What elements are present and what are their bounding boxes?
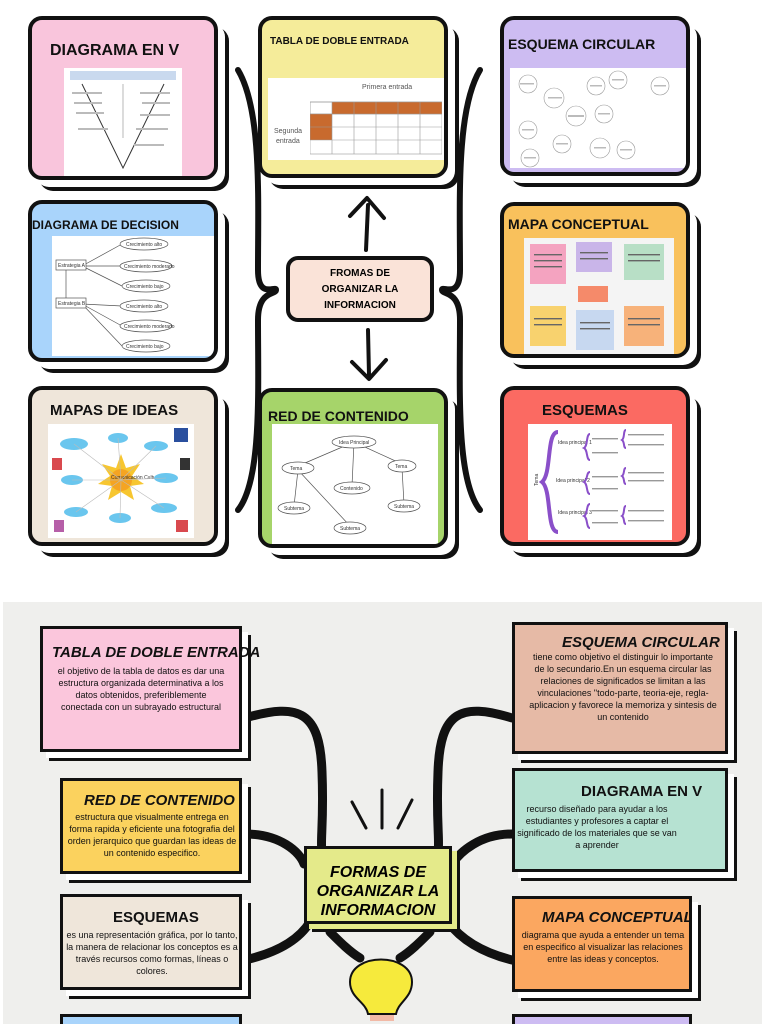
card-tabla: TABLA DE DOBLE ENTRADA Primera entrada S… [258, 16, 448, 178]
note-text: el objetivo de la tabla de datos es dar … [57, 666, 225, 712]
center-topic-line: ORGANIZAR LA [321, 284, 399, 295]
main-topic: FORMAS DE ORGANIZAR LA INFORMACION [304, 846, 452, 924]
concept-map-thumbnail [524, 238, 674, 354]
main-topic-line: FORMAS DE [330, 864, 426, 881]
note-text: tiene como objetivo el distinguir lo imp… [529, 652, 717, 722]
table-side-label-1: Segunda [274, 128, 303, 135]
card-title: RED DE CONTENIDO [268, 408, 409, 424]
mindmap-connectors [240, 706, 517, 1021]
card-title: DIAGRAMA EN V [50, 42, 180, 59]
network-node: Contenido [340, 486, 363, 492]
network-node: Tema [290, 466, 302, 472]
note-title-circular: ESQUEMA CIRCULAR [562, 634, 720, 651]
decision-node: Crecimiento bajo [126, 284, 164, 290]
decision-node: Crecimiento alto [126, 304, 162, 310]
card-mapas-ideas: MAPAS DE IDEAS Comunicación Cultura [28, 386, 218, 546]
card-title: ESQUEMA CIRCULAR [508, 36, 656, 52]
card-mapa-conceptual: MAPA CONCEPTUAL [500, 202, 690, 358]
note-partial-right [512, 1014, 692, 1024]
note-partial-left [60, 1014, 242, 1024]
card-esquemas: ESQUEMAS Tema Idea principal 1 Idea prin… [500, 386, 690, 546]
idea-map-center: Comunicación Cultura [111, 475, 160, 481]
main-topic-line: ORGANIZAR LA [316, 883, 440, 900]
brace-connectors [235, 67, 483, 513]
decision-node: Crecimiento moderado [124, 324, 175, 330]
note-diagrama-v: DIAGRAMA EN V recurso diseñado para ayud… [512, 768, 728, 872]
note-title-mapa: MAPA CONCEPTUAL [542, 909, 693, 926]
center-topic-line: FROMAS DE [330, 268, 390, 279]
note-title-tabla: TABLA DE DOBLE ENTRADA [52, 644, 261, 661]
schema-thumbnail: Tema Idea principal 1 Idea principal 2 I… [528, 424, 672, 540]
note-text: diagrama que ayuda a entender un tema en… [521, 930, 685, 964]
decision-node: Estrategia A [58, 263, 86, 269]
note-circular: tiene como objetivo el distinguir lo imp… [512, 622, 728, 754]
decision-node: Estrategia B [58, 301, 86, 307]
card-esquema-circular: ESQUEMA CIRCULAR [500, 16, 690, 176]
network-node: Tema [395, 464, 407, 470]
decision-node: Crecimiento alto [126, 242, 162, 248]
card-diagrama-v: DIAGRAMA EN V [28, 16, 218, 180]
schema-main-idea: Idea principal 2 [556, 478, 590, 484]
note-text: es una representación gráfica, por lo ta… [66, 930, 238, 976]
decision-node: Crecimiento moderado [124, 264, 175, 270]
note-tabla: el objetivo de la tabla de datos es dar … [40, 626, 242, 752]
main-topic-line: INFORMACION [320, 902, 436, 919]
card-red-contenido: RED DE CONTENIDO Idea Principal Tema Tem… [258, 388, 448, 548]
network-node: Idea Principal [339, 440, 369, 446]
note-red: estructura que visualmente entrega en fo… [60, 778, 242, 874]
card-title: ESQUEMAS [542, 402, 628, 419]
circular-thumbnail [510, 68, 686, 168]
v-diagram-thumbnail [64, 68, 182, 176]
table-side-label-2: entrada [276, 138, 300, 145]
schema-main-idea: Idea principal 3 [558, 510, 592, 516]
note-text: estructura que visualmente entrega en fo… [67, 812, 237, 858]
network-node: Subtema [394, 504, 414, 510]
note-text: recurso diseñado para ayudar a los estud… [517, 804, 677, 850]
decision-thumbnail: Estrategia A Estrategia B Crecimiento al… [52, 236, 214, 356]
card-title: MAPA CONCEPTUAL [508, 216, 649, 232]
note-esquemas: ESQUEMAS es una representación gráfica, … [60, 894, 242, 990]
lightbulb-icon [348, 958, 414, 1015]
note-title-red: RED DE CONTENIDO [84, 792, 235, 809]
card-diagrama-decision: DIAGRAMA DE DECISION Estrategia A Estrat… [28, 200, 218, 362]
decision-node: Crecimiento bajo [126, 344, 164, 350]
center-topic-line: INFORMACION [324, 300, 396, 311]
card-title: MAPAS DE IDEAS [50, 402, 179, 419]
idea-map-thumbnail: Comunicación Cultura [48, 424, 194, 538]
note-title-esquemas: ESQUEMAS [113, 909, 199, 926]
network-node: Subtema [284, 506, 304, 512]
schema-topic: Tema [534, 474, 540, 486]
table-thumbnail: Primera entrada Segunda entrada [268, 78, 444, 160]
note-title-diagrama-v: DIAGRAMA EN V [581, 783, 703, 800]
content-network-thumbnail: Idea Principal Tema Tema Contenido Subte… [272, 424, 438, 544]
table-header-label: Primera entrada [362, 84, 413, 91]
network-node: Subtema [340, 526, 360, 532]
note-mapa: diagrama que ayuda a entender un tema en… [512, 896, 692, 992]
center-topic: FROMAS DE ORGANIZAR LA INFORMACION [286, 256, 434, 322]
schema-main-idea: Idea principal 1 [558, 440, 592, 446]
card-title: DIAGRAMA DE DECISION [32, 218, 179, 232]
card-title: TABLA DE DOBLE ENTRADA [270, 36, 409, 47]
